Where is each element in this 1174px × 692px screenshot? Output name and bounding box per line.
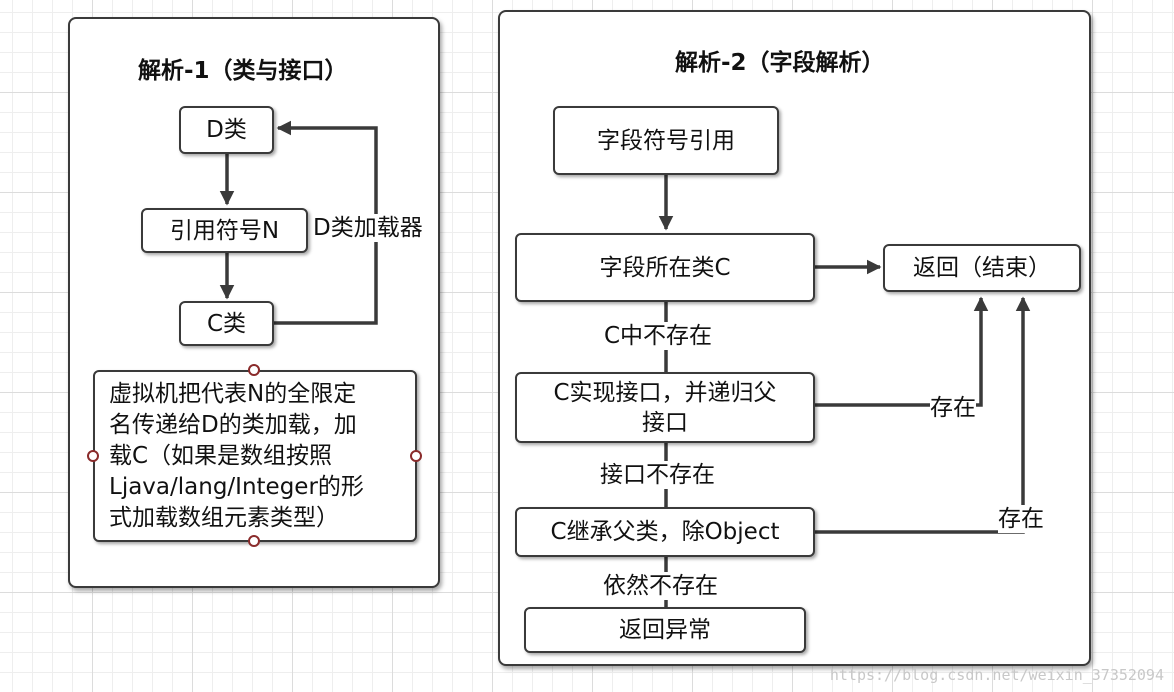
resize-handle-right[interactable]: [410, 450, 422, 462]
box-return-exception: 返回异常: [524, 607, 806, 653]
label-not-in-c: C中不存在: [604, 322, 713, 350]
resize-handle-bottom[interactable]: [248, 535, 260, 547]
right-panel-title: 解析-2（字段解析）: [675, 50, 885, 76]
box-field-class-c: 字段所在类C: [515, 233, 815, 302]
resize-handle-left[interactable]: [87, 450, 99, 462]
resize-handle-top[interactable]: [248, 364, 260, 376]
note-line-2: 名传递给D的类加载，加: [109, 411, 357, 438]
box-loading-note: 虚拟机把代表N的全限定 名传递给D的类加载，加 载C（如果是数组按照 Ljava…: [93, 370, 417, 542]
left-panel-title: 解析-1（类与接口）: [138, 58, 348, 84]
label-d-class-loader: D类加载器: [313, 214, 423, 242]
box-class-d: D类: [179, 106, 274, 154]
arrow-inherit-exists: [815, 296, 1031, 534]
label-exists-interfaces: 存在: [930, 394, 976, 422]
label-interface-missing: 接口不存在: [600, 461, 715, 489]
box-field-symbol-ref: 字段符号引用: [553, 106, 779, 175]
box-symbol-ref-n: 引用符号N: [141, 208, 308, 253]
box-interfaces-line-1: C实现接口，并递归父: [553, 379, 777, 406]
note-line-1: 虚拟机把代表N的全限定: [109, 380, 357, 407]
note-line-3: 载C（如果是数组按照: [109, 442, 333, 469]
arrow-interfaces-exists: [815, 296, 989, 407]
box-class-c: C类: [179, 301, 274, 346]
note-line-5: 式加载数组元素类型）: [109, 504, 339, 531]
note-line-4: Ljava/lang/Integer的形: [109, 473, 364, 500]
box-interfaces-line-2: 接口: [642, 409, 688, 436]
box-return-end: 返回（结束）: [883, 244, 1081, 292]
label-still-missing: 依然不存在: [603, 572, 718, 600]
label-exists-inherit: 存在: [998, 505, 1044, 533]
box-interfaces: C实现接口，并递归父 接口: [515, 372, 815, 443]
box-inherit-superclass: C继承父类，除Object: [515, 507, 815, 557]
watermark: https://blog.csdn.net/weixin_37352094: [829, 666, 1164, 684]
